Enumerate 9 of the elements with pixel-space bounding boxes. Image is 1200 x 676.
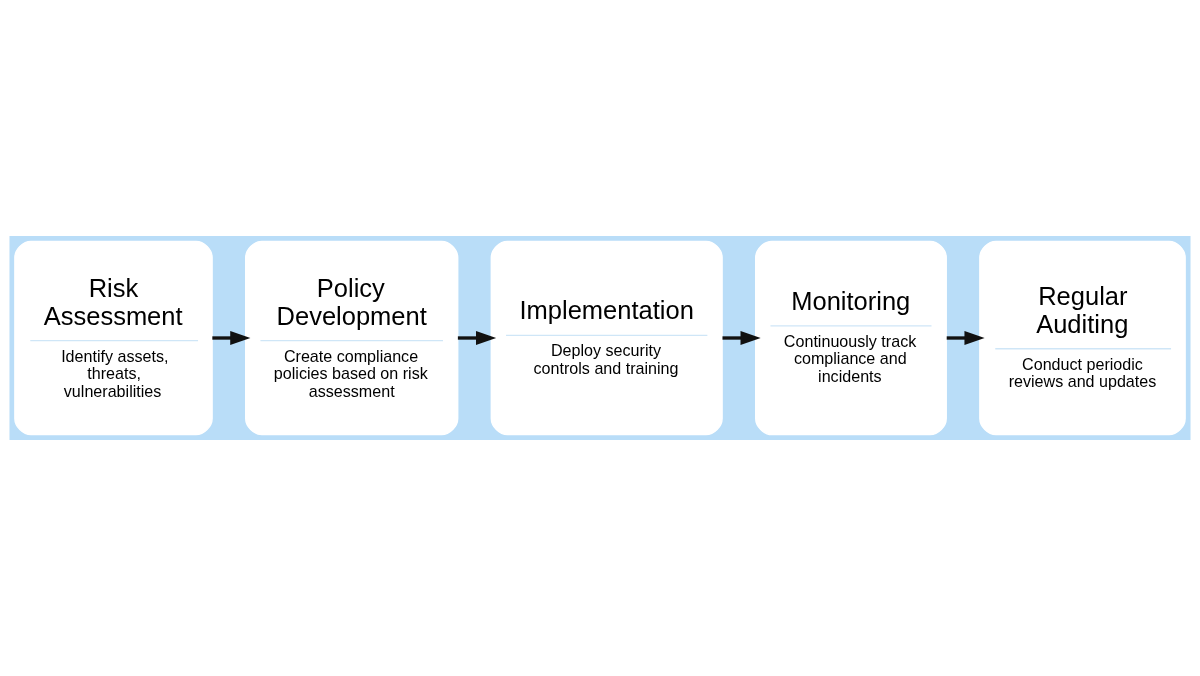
node-box: Regular Auditing Conduct periodic reviews and updates: [979, 240, 1186, 436]
node-box: Policy Development Create compliance policies based on risk assessment: [245, 240, 459, 436]
arrow: [212, 330, 251, 346]
arrow: [457, 330, 497, 346]
node-box: Risk Assessment Identify assets, threats, vulnerabilities: [14, 240, 213, 436]
node-box: Implementation Deploy security controls and training: [490, 240, 723, 436]
arrow: [722, 330, 761, 346]
arrow: [946, 330, 985, 346]
node-box: Monitoring Continuously track compliance and incidents: [755, 240, 947, 436]
